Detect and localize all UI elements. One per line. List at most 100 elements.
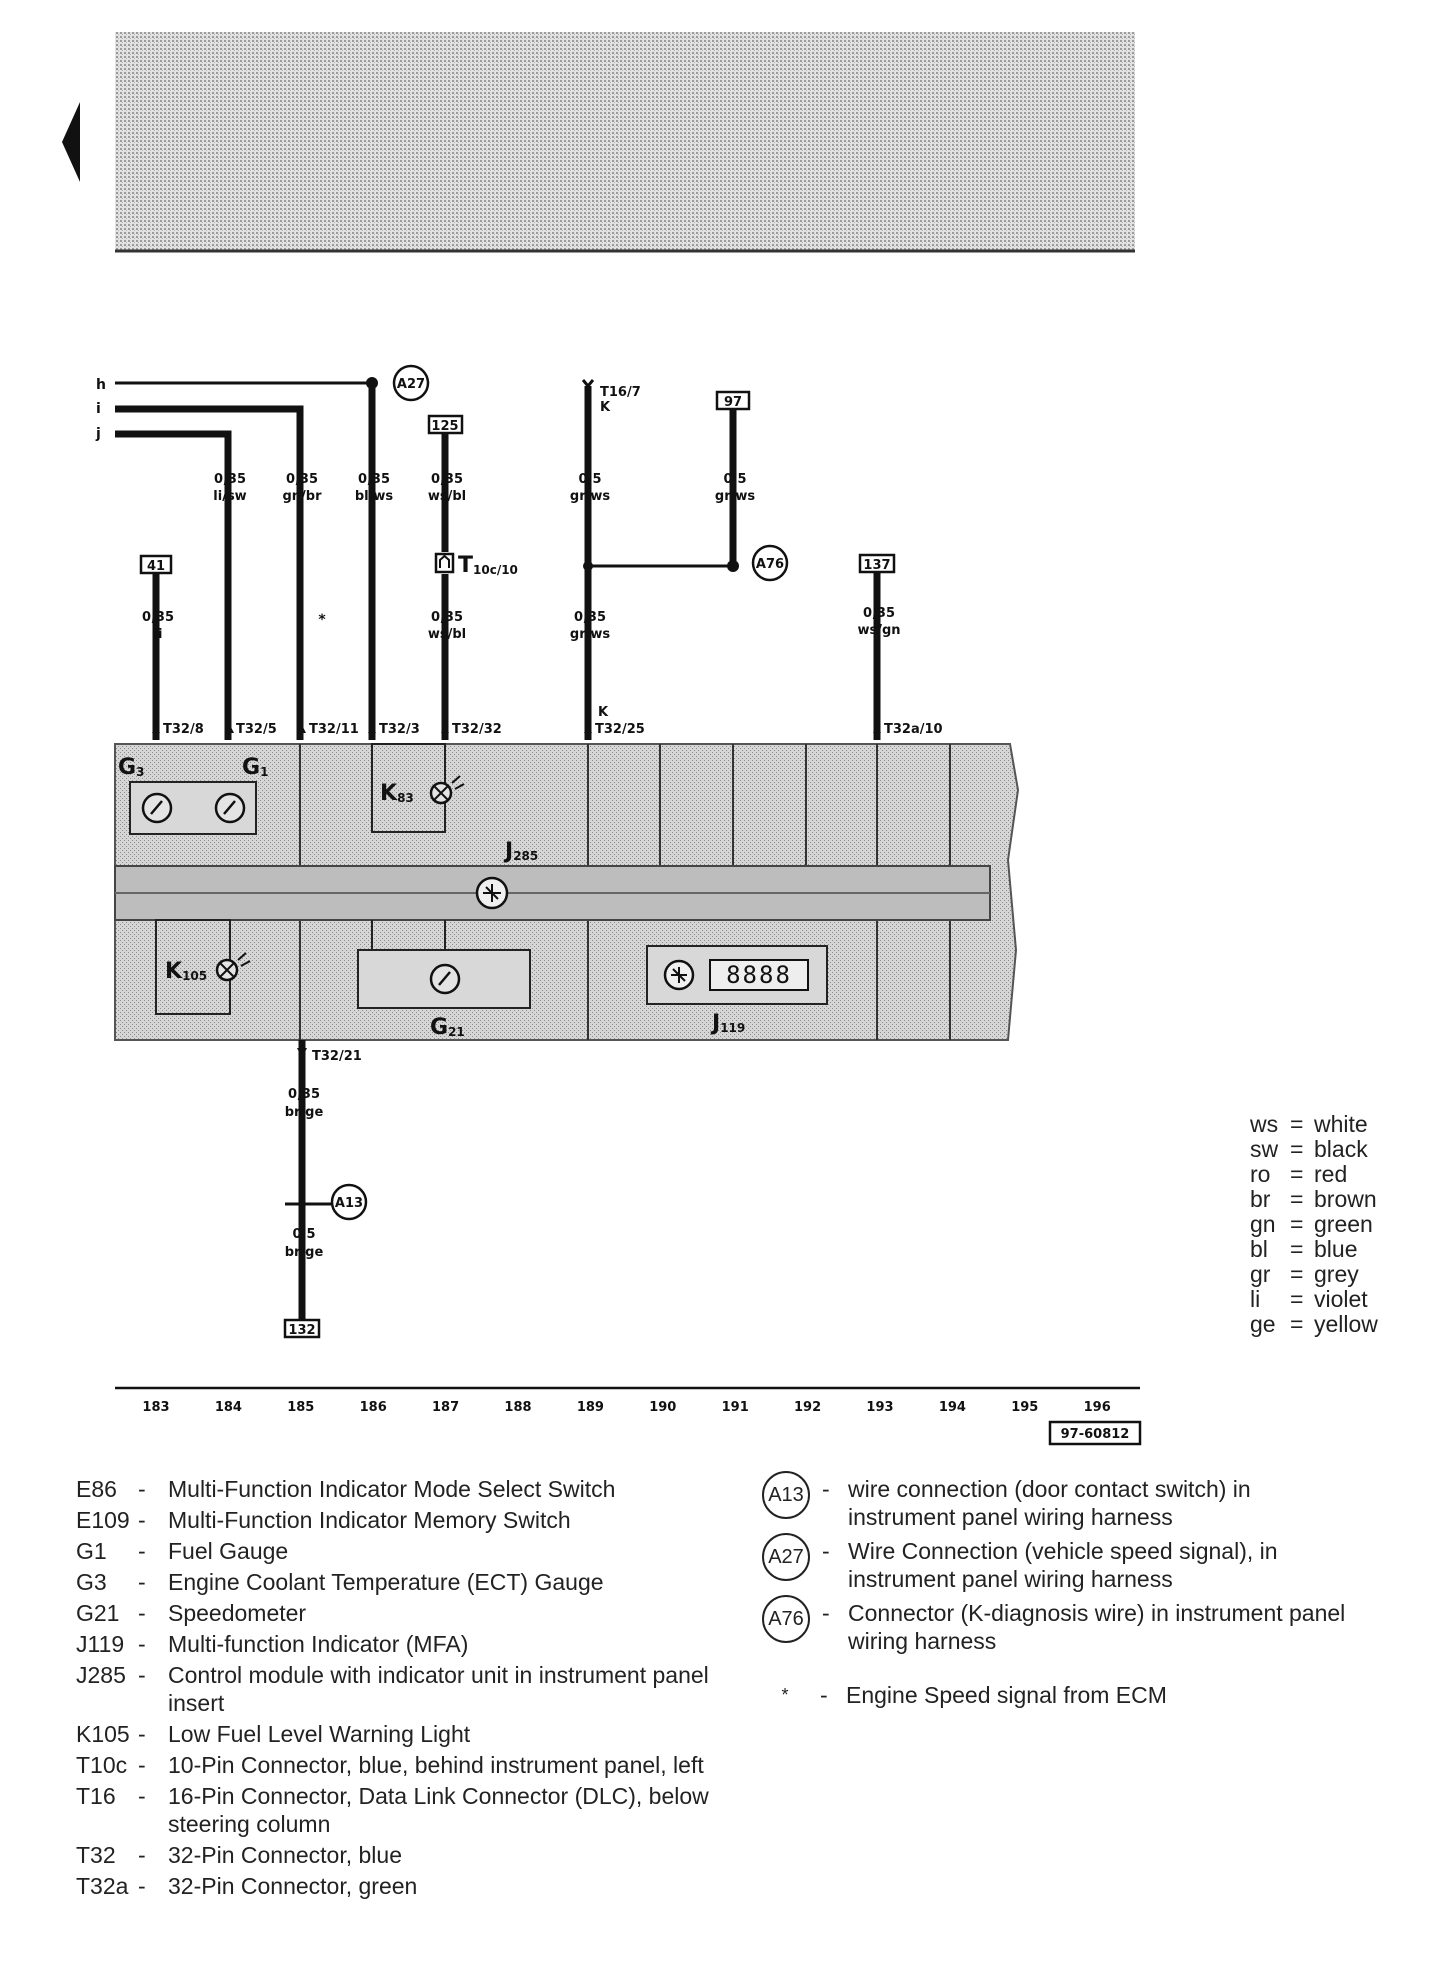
- color-key-abbr: li: [1250, 1286, 1261, 1312]
- color-key-equals: =: [1290, 1286, 1304, 1312]
- connection-desc: Connector (K-diagnosis wire) in instrume…: [848, 1600, 1346, 1654]
- wire-184-color: li/sw: [213, 489, 246, 504]
- legend-code: T10c: [76, 1752, 128, 1778]
- line-label-h: h: [96, 377, 106, 393]
- connection-desc: wire connection (door contact switch) in…: [848, 1476, 1251, 1530]
- terminal-t32a-10: T32a/10: [884, 722, 943, 737]
- legend-code: T32a: [76, 1873, 129, 1899]
- color-key-row: ws=white: [1250, 1112, 1378, 1137]
- scale-number: 188: [504, 1400, 531, 1415]
- wire-187a-size: 0,35: [431, 472, 463, 487]
- ref-box-41: 41: [139, 554, 173, 575]
- connection-code-circle: A76: [762, 1595, 810, 1643]
- terminal-t32-21: T32/21: [312, 1049, 362, 1064]
- line-label-j: j: [95, 426, 101, 442]
- k83-lamp-icon: [429, 775, 465, 805]
- wire-187b-size: 0,35: [431, 610, 463, 625]
- wire-187a-color: ws/bl: [428, 489, 466, 504]
- legend-code: G1: [76, 1538, 107, 1564]
- legend-row: G3-Engine Coolant Temperature (ECT) Gaug…: [76, 1568, 716, 1596]
- legend-code: J285: [76, 1662, 126, 1688]
- color-key-equals: =: [1290, 1236, 1304, 1262]
- wire-191-color: gr/ws: [715, 489, 755, 504]
- legend-desc: 10-Pin Connector, blue, behind instrumen…: [168, 1752, 704, 1778]
- wire-187b-color: ws/bl: [428, 627, 466, 642]
- g21-gauge-icon: [429, 963, 461, 995]
- g3-label: G3: [118, 755, 144, 780]
- legend-dash: -: [138, 1873, 146, 1899]
- scale-number: 194: [939, 1400, 966, 1415]
- connector-t10c-icon: [434, 552, 455, 574]
- legend-dash: -: [138, 1569, 146, 1595]
- connection-code-circle: A27: [762, 1533, 810, 1581]
- junction-a76: A76: [751, 544, 789, 582]
- scale-number: 184: [215, 1400, 242, 1415]
- legend-dash: -: [138, 1600, 146, 1626]
- legend-code: G3: [76, 1569, 107, 1595]
- wire-189b-size: 0,35: [574, 610, 606, 625]
- color-key-row: ro = red: [1250, 1162, 1378, 1187]
- legend-dash: -: [138, 1783, 146, 1809]
- color-key-name: yellow: [1314, 1311, 1378, 1337]
- wire-189b-color: gr/ws: [570, 627, 610, 642]
- k105-lamp-icon: [215, 952, 251, 982]
- scale-number: 193: [866, 1400, 893, 1415]
- svg-text:137: 137: [863, 558, 890, 573]
- connection-dash: -: [822, 1476, 830, 1502]
- legend-desc: Low Fuel Level Warning Light: [168, 1721, 471, 1747]
- scale-number: 187: [432, 1400, 459, 1415]
- color-key-row: gn=green: [1250, 1212, 1378, 1237]
- legend-desc: 16-Pin Connector, Data Link Connector (D…: [168, 1783, 709, 1837]
- svg-text:A27: A27: [397, 377, 425, 392]
- ref-box-125: 125: [427, 414, 464, 435]
- connection-legend: A13 - wire connection (door contact swit…: [762, 1471, 1362, 1715]
- panel-dividers: [299, 744, 951, 1040]
- legend-desc: Multi-function Indicator (MFA): [168, 1631, 469, 1657]
- color-key-equals: =: [1290, 1161, 1304, 1187]
- legend-code: K105: [76, 1721, 130, 1747]
- legend-row: J285-Control module with indicator unit …: [76, 1661, 716, 1717]
- color-key-equals: =: [1290, 1136, 1304, 1162]
- legend-desc: Speedometer: [168, 1600, 307, 1626]
- wire-191-size: 0,5: [723, 472, 746, 487]
- svg-text:97: 97: [724, 395, 742, 410]
- color-key-name: grey: [1314, 1261, 1359, 1287]
- color-key-abbr: ro: [1250, 1161, 1271, 1187]
- wire-193-color: ws/gn: [857, 623, 900, 638]
- connection-row: A76 - Connector (K-diagnosis wire) in in…: [762, 1595, 1362, 1655]
- wire-185c-size: 0.5: [292, 1227, 315, 1242]
- wire-185-color: gn/br: [282, 489, 322, 504]
- legend-dash: -: [138, 1752, 146, 1778]
- color-key-row: gr=grey: [1250, 1262, 1378, 1287]
- color-key-abbr: ws: [1250, 1111, 1279, 1137]
- svg-text:A76: A76: [756, 557, 784, 572]
- color-key-equals: =: [1290, 1211, 1304, 1237]
- terminal-arrows: [152, 725, 881, 733]
- legend-row: J119-Multi-function Indicator (MFA): [76, 1630, 716, 1658]
- legend-row: E109-Multi-Function Indicator Memory Swi…: [76, 1506, 716, 1534]
- color-key-row: bl=blue: [1250, 1237, 1378, 1262]
- color-key-abbr: br: [1250, 1186, 1271, 1212]
- color-key-name: red: [1314, 1161, 1348, 1187]
- legend-row: K105-Low Fuel Level Warning Light: [76, 1720, 716, 1748]
- g21-leads: [371, 920, 446, 950]
- color-key-name: violet: [1314, 1286, 1368, 1312]
- junction-dot-a76: [727, 560, 739, 572]
- legend-code: E86: [76, 1476, 117, 1502]
- terminal-t32-8: T32/8: [163, 722, 204, 737]
- legend-desc: 32-Pin Connector, blue: [168, 1842, 402, 1868]
- wire-185b-size: 0,35: [288, 1087, 320, 1102]
- legend-dash: -: [138, 1842, 146, 1868]
- terminal-t32-11: T32/11: [309, 722, 359, 737]
- terminal-t32-25: T32/25: [595, 722, 645, 737]
- left-arrow-icon[interactable]: [62, 102, 80, 182]
- connection-dash: -: [822, 1600, 830, 1626]
- color-key-row: sw=black: [1250, 1137, 1378, 1162]
- legend-row: E86-Multi-Function Indicator Mode Select…: [76, 1475, 716, 1503]
- legend-code: T32: [76, 1842, 116, 1868]
- connection-dash: -: [822, 1538, 830, 1564]
- scale-number: 196: [1084, 1400, 1111, 1415]
- ref-box-97: 97: [715, 390, 751, 411]
- wire-193-size: 0,35: [863, 606, 895, 621]
